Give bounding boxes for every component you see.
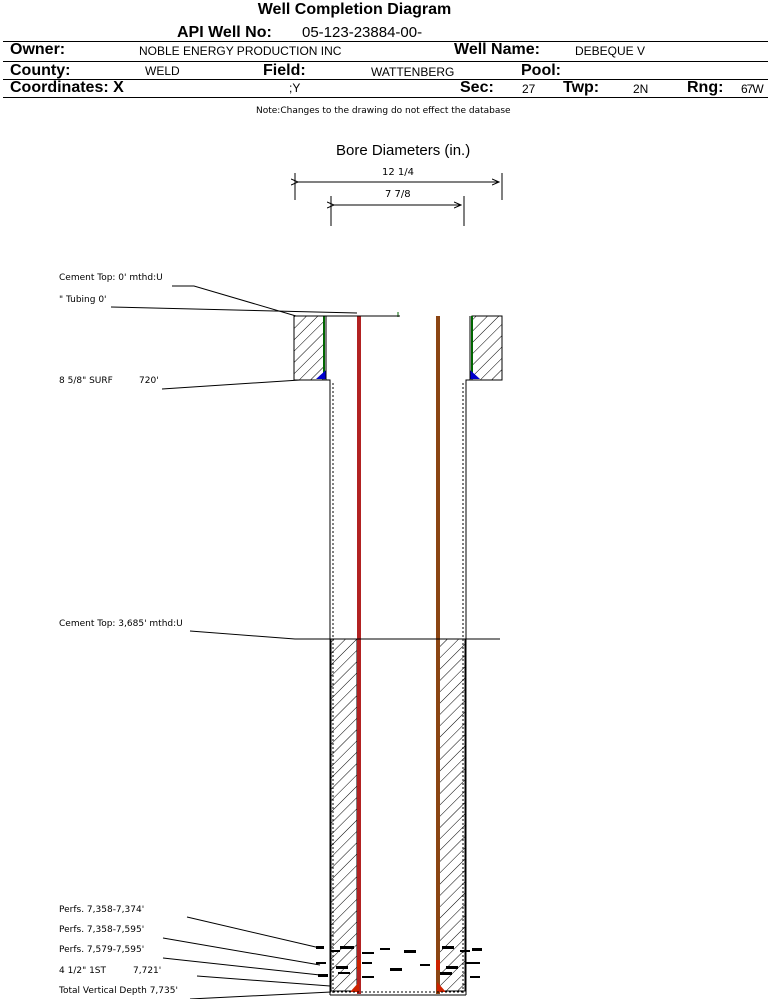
- production-casing-annotation: 4 1/2" 1ST: [59, 966, 107, 976]
- twp-value: 2N: [633, 82, 649, 96]
- surface-casing-annotation: 8 5/8" SURF: [59, 376, 113, 386]
- outer-bore-dimension: [295, 173, 503, 200]
- surface-cement-left: [293, 315, 325, 381]
- diagram-title: Well Completion Diagram: [257, 1, 452, 18]
- sec-label: Sec:: [460, 79, 494, 96]
- inner-bore-label: 7 7/8: [385, 189, 411, 200]
- surface-shoe-left: [316, 370, 326, 379]
- owner-value: NOBLE ENERGY PRODUCTION INC: [139, 44, 342, 58]
- surface-casing-step: [294, 379, 331, 995]
- api-label: API Well No:: [177, 24, 272, 41]
- header-rule: [3, 97, 768, 98]
- county-label: County:: [10, 62, 71, 79]
- twp-label: Twp:: [563, 79, 600, 96]
- county-value: WELD: [145, 64, 180, 78]
- tubing-right: [436, 316, 440, 994]
- coordinates-y: ;Y: [289, 81, 301, 95]
- production-shoe-left: [350, 982, 359, 992]
- perforation-zone: [316, 946, 482, 978]
- production-shoe-right: [437, 982, 446, 992]
- surface-shoe-right: [470, 370, 480, 379]
- rng-label: Rng:: [687, 79, 724, 96]
- rng-value: 67W: [741, 82, 764, 96]
- tubing-annotation: " Tubing 0': [59, 295, 107, 305]
- header-rule: [3, 79, 768, 80]
- pool-label: Pool:: [521, 62, 561, 79]
- surface-cement-right: [471, 315, 503, 381]
- surface-casing-depth: 720': [139, 376, 159, 386]
- field-value: WATTENBERG: [371, 65, 455, 79]
- perforation-annotation: Perfs. 7,358-7,595': [59, 925, 145, 935]
- production-casing-depth: 7,721': [133, 966, 162, 976]
- production-cement-right: [438, 638, 466, 992]
- wellname-label: Well Name:: [454, 41, 540, 58]
- field-label: Field:: [263, 62, 306, 79]
- perforation-annotation: Perfs. 7,358-7,374': [59, 905, 145, 915]
- cement-top-annotation: Cement Top: 0' mthd:U: [59, 273, 163, 283]
- tubing-left: [357, 316, 361, 994]
- inner-bore-dimension: [331, 196, 465, 226]
- disclaimer-note: Note:Changes to the drawing do not effec…: [256, 106, 511, 116]
- header-rule: [3, 41, 768, 42]
- coordinates-label: Coordinates: X: [10, 79, 124, 96]
- api-value: 05-123-23884-00-: [302, 24, 423, 41]
- sec-value: 27: [522, 82, 536, 96]
- owner-label: Owner:: [10, 41, 66, 58]
- cement-top-annotation: Cement Top: 3,685' mthd:U: [59, 619, 183, 629]
- header-rule: [3, 61, 768, 62]
- total-depth-annotation: Total Vertical Depth 7,735': [59, 986, 178, 996]
- perforation-annotation: Perfs. 7,579-7,595': [59, 945, 145, 955]
- bore-diameters-title: Bore Diameters (in.): [336, 142, 471, 159]
- leader-lines: [110, 285, 500, 999]
- wellname-value: DEBEQUE V: [575, 44, 646, 58]
- outer-bore-label: 12 1/4: [382, 167, 414, 178]
- production-cement-left: [330, 638, 358, 992]
